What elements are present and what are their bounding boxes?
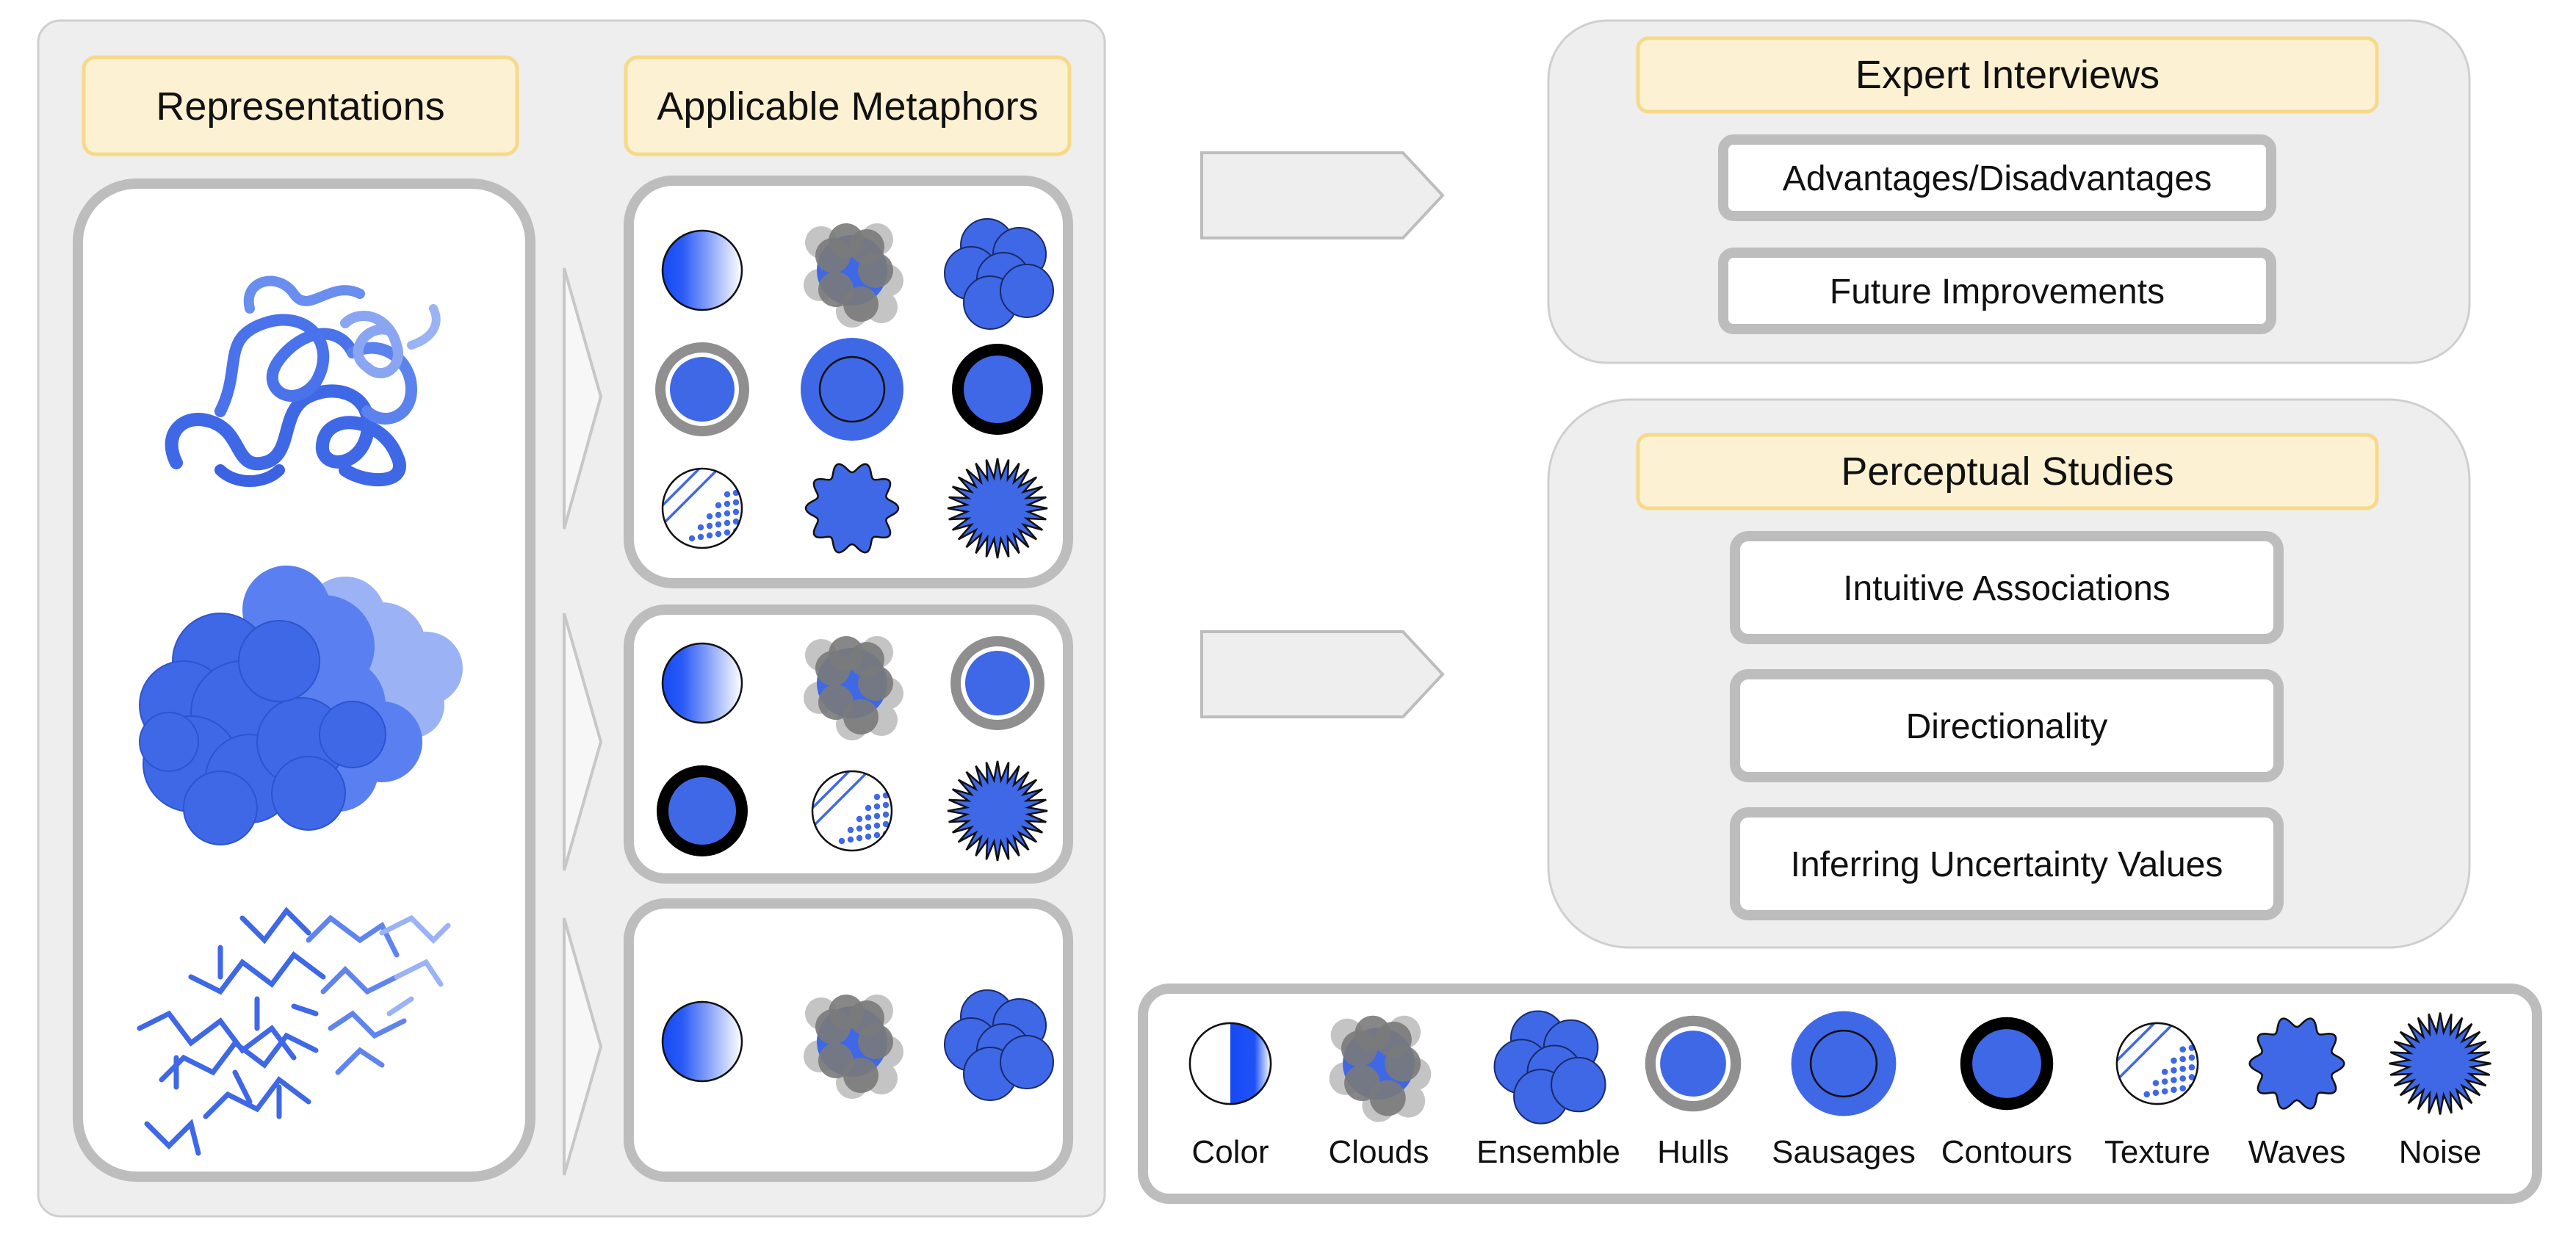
color-icon	[661, 642, 743, 724]
contours-icon	[657, 765, 748, 856]
hulls-icon	[1645, 1015, 1742, 1112]
legend-label-contours: Contours	[1941, 1134, 2073, 1170]
sausages-icon	[801, 338, 903, 441]
metaphors-header: Applicable Metaphors	[624, 55, 1072, 156]
interview-item-label: Future Improvements	[1830, 273, 2165, 311]
clouds-icon	[804, 995, 903, 1099]
row-chevron-3	[563, 917, 603, 1176]
legend-label-hulls: Hulls	[1657, 1134, 1729, 1170]
representations-header: Representations	[82, 55, 519, 156]
expert-interviews-panel: Expert Interviews Advantages/Disadvantag…	[1547, 19, 2471, 364]
legend-label-clouds: Clouds	[1329, 1134, 1429, 1170]
ensemble-icon	[1493, 1010, 1606, 1125]
representations-box	[73, 178, 535, 1182]
color-icon	[1188, 1022, 1272, 1105]
ensemble-icon	[944, 218, 1054, 330]
sausages-icon	[1791, 1011, 1897, 1116]
interview-item-label: Advantages/Disadvantages	[1783, 159, 2212, 198]
interview-item-future: Future Improvements	[1718, 248, 2276, 334]
interview-item-advantages: Advantages/Disadvantages	[1718, 134, 2276, 221]
legend-panel: Color Clouds Ensemble Hulls Sausages Con…	[1138, 984, 2542, 1204]
color-icon	[661, 229, 743, 311]
metaphor-box-1	[624, 176, 1073, 588]
legend-label-texture: Texture	[2104, 1134, 2210, 1170]
cartoon-backbone-representation	[165, 275, 441, 487]
color-icon	[661, 1000, 743, 1083]
study-item-inferring: Inferring Uncertainty Values	[1730, 807, 2284, 920]
noise-icon	[947, 458, 1048, 559]
legend-labels: Color Clouds Ensemble Hulls Sausages Con…	[1191, 1134, 2481, 1170]
contours-icon	[1960, 1017, 2054, 1111]
perceptual-studies-title: Perceptual Studies	[1841, 450, 2173, 494]
legend-label-sausages: Sausages	[1772, 1134, 1916, 1170]
study-item-label: Directionality	[1906, 707, 2108, 746]
row-chevron-1	[563, 267, 603, 530]
clouds-icon	[804, 223, 903, 328]
molecular-surface-representation	[139, 566, 463, 845]
metaphors-title: Applicable Metaphors	[657, 84, 1038, 129]
metaphor-box-2	[624, 605, 1073, 884]
left-panel: Representations Applicable Metaphors	[37, 19, 1106, 1218]
legend-label-noise: Noise	[2399, 1134, 2482, 1170]
clouds-icon	[804, 636, 903, 740]
metaphor-row-2-icons	[657, 636, 1048, 862]
legend-icons	[1188, 1010, 2492, 1125]
hulls-icon	[655, 342, 749, 436]
metaphor-row-3-icons	[661, 989, 1054, 1101]
stick-atoms-representation	[137, 906, 451, 1156]
flow-arrow-to-interviews	[1200, 151, 1445, 239]
legend-label-waves: Waves	[2248, 1134, 2346, 1170]
metaphor-row-1-icons	[655, 218, 1054, 559]
legend-label-ensemble: Ensemble	[1476, 1134, 1620, 1170]
study-item-directionality: Directionality	[1730, 669, 2284, 782]
noise-icon	[947, 760, 1048, 862]
study-item-intuitive: Intuitive Associations	[1730, 531, 2284, 644]
legend-label-color: Color	[1191, 1134, 1269, 1170]
perceptual-studies-panel: Perceptual Studies Intuitive Association…	[1547, 398, 2471, 949]
hulls-icon	[950, 636, 1045, 730]
study-item-label: Inferring Uncertainty Values	[1791, 845, 2223, 884]
contours-icon	[952, 344, 1043, 435]
clouds-icon	[1329, 1015, 1432, 1122]
metaphor-box-3	[624, 898, 1073, 1182]
waves-icon	[2248, 1017, 2345, 1110]
study-item-label: Intuitive Associations	[1843, 569, 2171, 608]
representations-title: Representations	[156, 84, 444, 129]
waves-icon	[804, 463, 900, 554]
row-chevron-2	[563, 613, 603, 871]
expert-interviews-title: Expert Interviews	[1855, 53, 2160, 97]
ensemble-icon	[944, 989, 1054, 1101]
noise-icon	[2389, 1012, 2492, 1115]
flow-arrow-to-studies	[1200, 630, 1445, 718]
